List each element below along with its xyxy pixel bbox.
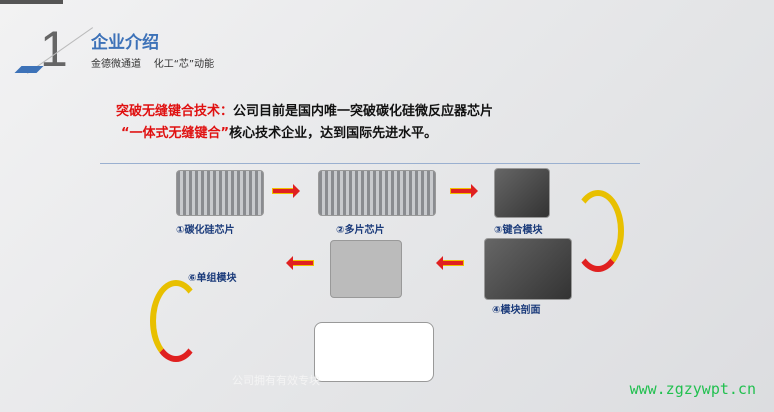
module-section-image (484, 238, 572, 300)
step-4-caption: ④模块剖面 (492, 305, 541, 316)
curved-arrow-icon (150, 280, 202, 362)
step-1-caption: ①碳化硅芯片 (176, 225, 235, 236)
arrow-left-icon (436, 256, 464, 270)
divider (100, 163, 640, 164)
arrow-right-icon (272, 184, 300, 198)
sic-chip-image (176, 170, 264, 216)
bonded-module-image (494, 168, 550, 218)
faint-text: 公司拥有有效专块 (232, 372, 320, 388)
section-number: 1 (40, 21, 68, 77)
multi-chip-image (318, 170, 436, 216)
step-3-caption: ③键合模块 (494, 225, 543, 236)
page-subtitle: 金德微通道 化工“芯”动能 (91, 59, 215, 70)
module-assembly-image (314, 322, 434, 382)
step-6-caption: ⑥单组模块 (188, 273, 237, 284)
intro-line-1: 突破无缝键合技术：公司目前是国内唯一突破碳化硅微反应器芯片 (116, 100, 493, 119)
page-title: 企业介绍 (91, 33, 159, 53)
intro-text-1: 公司目前是国内唯一突破碳化硅微反应器芯片 (233, 104, 494, 119)
faint-text-1: 公司拥有有效专 (232, 374, 309, 387)
curved-arrow-icon (572, 190, 624, 272)
top-bar (0, 0, 63, 4)
single-module-image (330, 240, 402, 298)
intro-text-2: 核心技术企业，达到国际先进水平。 (229, 126, 438, 141)
intro-highlight-1: 突破无缝键合技术： (116, 104, 234, 119)
intro-highlight-2: “一体式无缝键合” (121, 126, 230, 141)
step-2-caption: ②多片芯片 (336, 225, 385, 236)
arrow-right-icon (450, 184, 478, 198)
faint-text-2: 块 (309, 374, 320, 387)
intro-line-2: “一体式无缝键合”核心技术企业，达到国际先进水平。 (121, 122, 437, 141)
arrow-left-icon (286, 256, 314, 270)
watermark-url: www.zgzywpt.cn (629, 380, 756, 398)
